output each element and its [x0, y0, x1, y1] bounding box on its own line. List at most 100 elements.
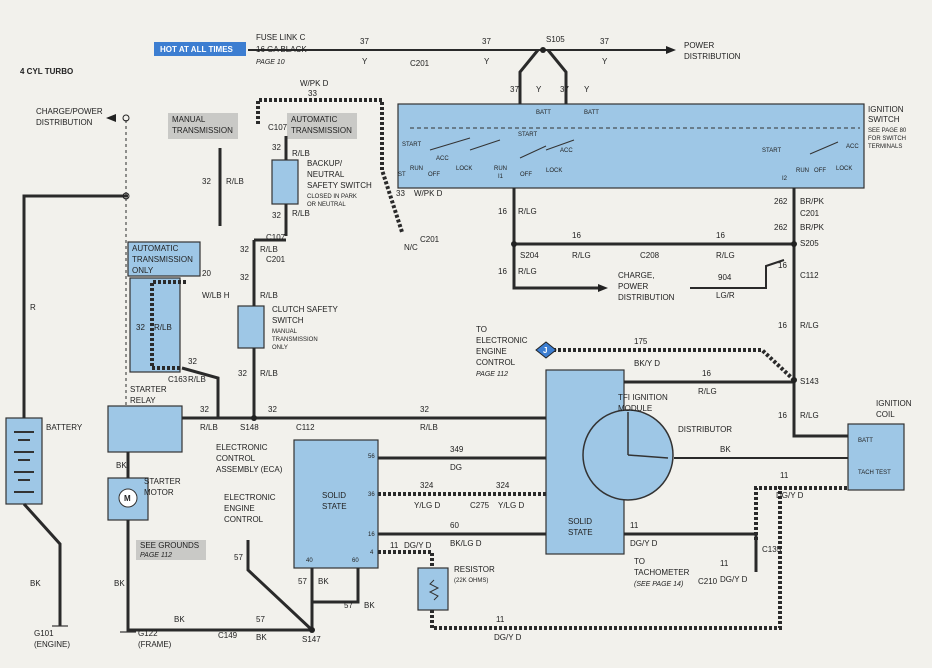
hot-badge-text: HOT AT ALL TIMES — [160, 45, 234, 54]
g101-2: (ENGINE) — [34, 640, 70, 649]
w32-backup-bot: 32 — [272, 211, 281, 220]
distributor-rotor-2 — [627, 454, 669, 459]
w175: 175 — [634, 337, 648, 346]
sw-run-1: RUN — [410, 166, 423, 172]
ign-switch-1: IGNITION — [868, 105, 904, 114]
w33-top: 33 — [308, 89, 317, 98]
c149-label: C149 — [218, 631, 238, 640]
to-eec-2: ELECTRONIC — [476, 336, 528, 345]
w32-auto: 32 — [136, 323, 145, 332]
eca-box — [293, 439, 379, 569]
wrlb-backup-top: R/LB — [292, 149, 310, 158]
splice-s204 — [511, 241, 517, 247]
w324-a: 324 — [420, 481, 434, 490]
ign-note-2: FOR SWITCH — [868, 136, 906, 142]
resistor-icon — [428, 579, 440, 601]
auto-trans-only-highlight — [127, 241, 201, 277]
auto-only-1: AUTOMATIC — [132, 244, 179, 253]
splice-s147 — [309, 627, 315, 633]
backup-2: NEUTRAL — [307, 170, 345, 179]
w16-c112: 16 — [778, 321, 787, 330]
w32-main: 32 — [420, 405, 429, 414]
to-tach-3: (SEE PAGE 14) — [634, 581, 683, 588]
backup-1: BACKUP/ — [307, 159, 343, 168]
to-eec-1: TO — [476, 325, 487, 334]
c275-label: C275 — [470, 501, 490, 510]
eca-pin-40: 40 — [306, 558, 313, 564]
w11-bottom: 11 — [496, 615, 505, 624]
wire-16-rlg-i1 — [512, 188, 598, 290]
wbkyd: BK/Y D — [634, 359, 660, 368]
clutch-note-2: TRANSMISSION — [272, 337, 318, 343]
wire-11-dgyd-resistor — [378, 550, 434, 568]
sw-start-2: START — [518, 132, 537, 138]
auto-trans-2: TRANSMISSION — [291, 126, 352, 135]
sw-run-3: RUN — [796, 168, 809, 174]
wy-d: Y — [536, 85, 542, 94]
wbrpk-a: BR/PK — [800, 197, 825, 206]
clutch-2: SWITCH — [272, 316, 304, 325]
eca-pin-56: 56 — [368, 454, 375, 460]
wy-c: Y — [602, 57, 608, 66]
sw-acc-2: ACC — [560, 148, 573, 154]
eca-pin-36: 36 — [368, 492, 375, 498]
w32-c163: 32 — [188, 357, 197, 366]
g122-2: (FRAME) — [138, 640, 172, 649]
eca-pin-16: 16 — [368, 532, 375, 538]
w324-b: 324 — [496, 481, 510, 490]
w60: 60 — [450, 521, 459, 530]
wire-37-batt-2 — [546, 49, 568, 104]
c135-label: C135 — [762, 545, 782, 554]
eec-label-3: CONTROL — [224, 515, 264, 524]
sw-i1: I1 — [498, 174, 504, 180]
wire-r-battery — [22, 194, 128, 418]
tfi-label-2: MODULE — [618, 404, 652, 413]
c208-label: C208 — [640, 251, 660, 260]
wire-11-dgyd-bottom — [430, 486, 848, 630]
wbk-pin40: BK — [318, 577, 329, 586]
power-dist-1: POWER — [684, 41, 714, 50]
wire-bk-g101 — [22, 502, 62, 626]
s205-label: S205 — [800, 239, 819, 248]
ign-note-3: TERMINALS — [868, 144, 902, 150]
resistor-box — [417, 567, 449, 611]
backup-3: SAFETY SWITCH — [307, 181, 372, 190]
wrlb-manual: R/LB — [226, 177, 244, 186]
c112-right: C112 — [800, 271, 819, 280]
w16-c208-b: 16 — [716, 231, 725, 240]
c107-top: C107 — [268, 123, 288, 132]
c107-bottom: C107 — [266, 233, 286, 242]
wire-11-dgyd-coil — [754, 486, 848, 540]
sw-i2: I2 — [782, 176, 788, 182]
starter-relay-2: RELAY — [130, 396, 156, 405]
wdg: DG — [450, 463, 462, 472]
s204-label: S204 — [520, 251, 539, 260]
wrlg-c208-b: R/LG — [716, 251, 735, 260]
starter-relay-box — [107, 405, 183, 453]
wrlg-c112: R/LG — [800, 321, 819, 330]
wrlg-i1: R/LG — [518, 207, 537, 216]
w32-s148: 32 — [268, 405, 277, 414]
see-grounds-2: PAGE 112 — [140, 552, 172, 559]
clutch-switch-box — [237, 305, 265, 349]
eec-label-1: ELECTRONIC — [224, 493, 276, 502]
s143-label: S143 — [800, 377, 819, 386]
wire-bk-g122 — [126, 520, 312, 632]
ign-note-1: SEE PAGE 80 — [868, 128, 907, 134]
hot-at-all-times-badge — [154, 42, 246, 56]
wrlb-c201: R/LB — [260, 291, 278, 300]
sw-run-2: RUN — [494, 166, 507, 172]
auto-only-2: TRANSMISSION — [132, 255, 193, 264]
starter-motor-2: MOTOR — [144, 488, 174, 497]
w37-d: 37 — [510, 85, 519, 94]
tfi-label-1: TFI IGNITION — [618, 393, 668, 402]
w262-b: 262 — [774, 223, 788, 232]
sw-acc-3: ACC — [846, 144, 859, 150]
tfi-body-2: STATE — [568, 528, 593, 537]
tfi-body-1: SOLID — [568, 517, 592, 526]
arrow-charge-dist — [598, 284, 608, 292]
wire-20-wlbh — [150, 280, 186, 370]
wbklgd: BK/LG D — [450, 539, 482, 548]
auto-trans-wire-highlight — [129, 277, 181, 373]
